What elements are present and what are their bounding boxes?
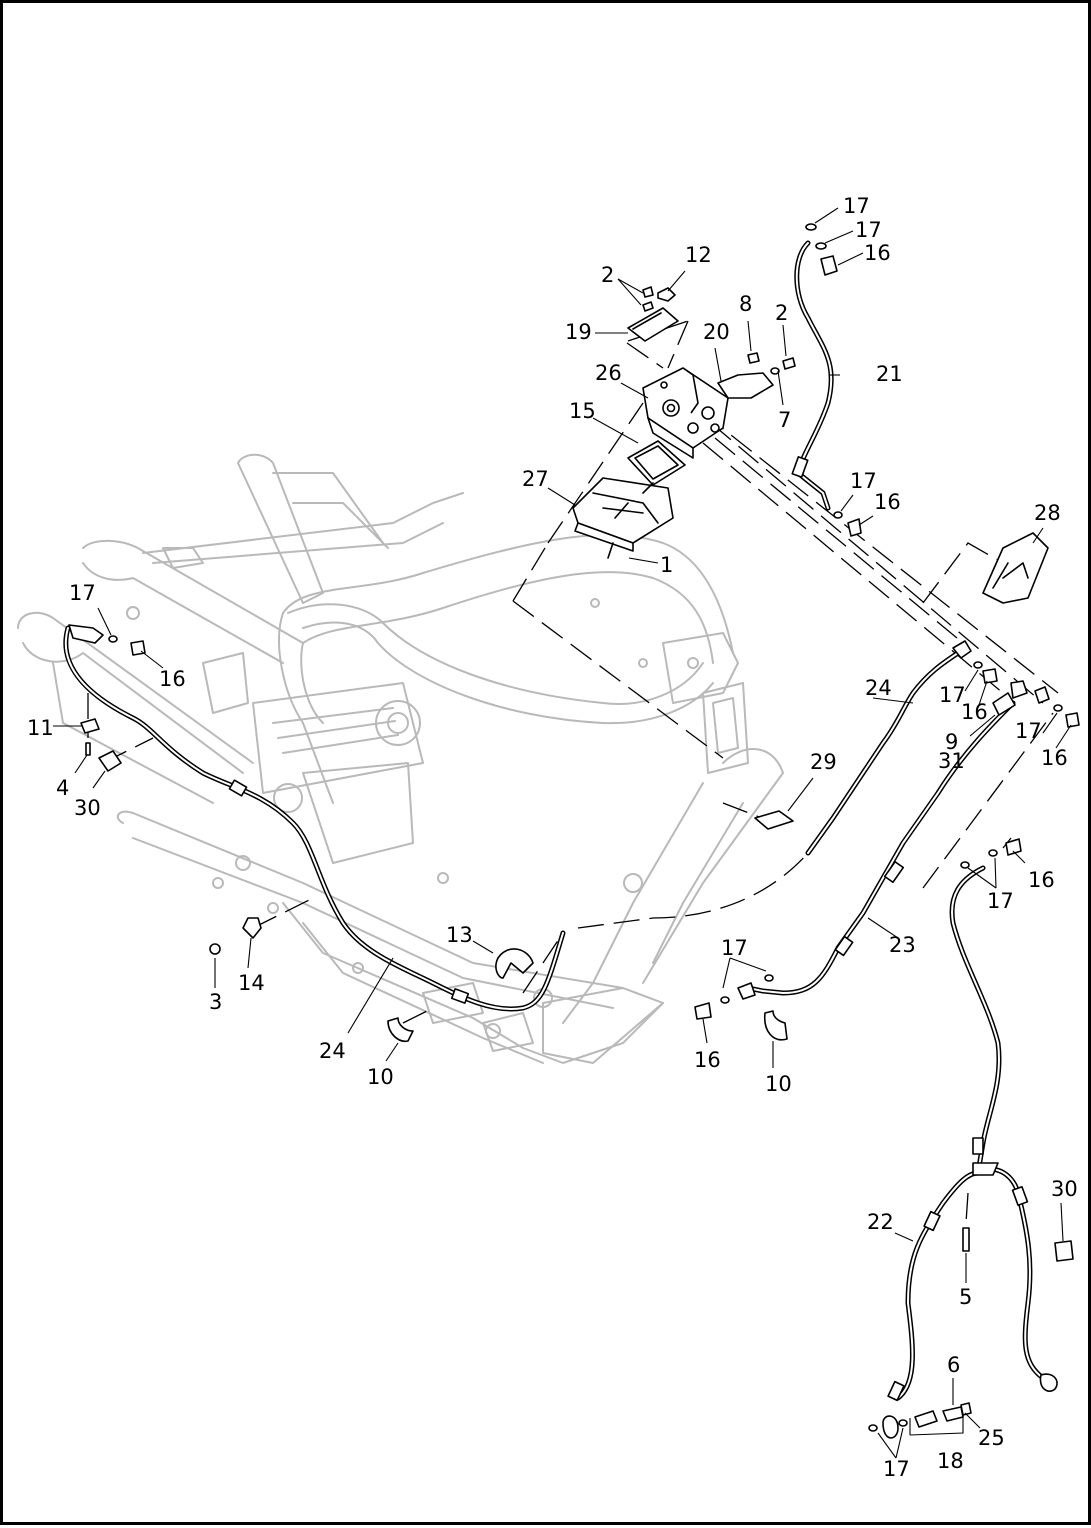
callout-16: 16 (159, 667, 186, 691)
callout-29: 29 (810, 750, 837, 774)
callout-22: 22 (867, 1210, 894, 1234)
parts (68, 223, 1080, 1439)
callout-24: 24 (319, 1039, 346, 1063)
callout-30: 30 (74, 796, 101, 820)
callout-17: 17 (69, 581, 96, 605)
callout-11: 11 (27, 716, 54, 740)
callout-16: 16 (1041, 746, 1068, 770)
bracket (717, 372, 774, 399)
callout-12: 12 (685, 243, 712, 267)
callout-16: 16 (874, 490, 901, 514)
clip (242, 917, 262, 939)
brake-lines (63, 240, 1046, 1402)
callout-26: 26 (595, 361, 622, 385)
callout-15: 15 (569, 399, 596, 423)
plate (754, 810, 794, 830)
callout-10: 10 (765, 1072, 792, 1096)
callout-16: 16 (864, 241, 891, 265)
clamp (387, 1017, 414, 1043)
callout-18: 18 (937, 1449, 964, 1473)
callout-2: 2 (601, 263, 614, 287)
callout-24: 24 (865, 676, 892, 700)
clip (657, 287, 676, 302)
bolt (607, 542, 614, 559)
callout-1: 1 (660, 553, 673, 577)
callout-25: 25 (978, 1426, 1005, 1450)
motorcycle-frame (17, 453, 784, 1064)
gasket (627, 440, 686, 486)
clamp (495, 948, 534, 979)
callout-23: 23 (889, 933, 916, 957)
callout-4: 4 (56, 776, 69, 800)
abs-module (642, 367, 729, 459)
callout-17: 17 (855, 218, 882, 242)
callout-27: 27 (522, 467, 549, 491)
callout-10: 10 (367, 1065, 394, 1089)
callout-14: 14 (238, 971, 265, 995)
leader-lines (53, 207, 1072, 1459)
callout-17: 17 (987, 889, 1014, 913)
callout-8: 8 (739, 292, 752, 316)
alignment-lines (87, 320, 1059, 1239)
callout-7: 7 (778, 408, 791, 432)
callout-17: 17 (721, 936, 748, 960)
callout-17: 17 (850, 469, 877, 493)
callout-19: 19 (565, 320, 592, 344)
callout-6: 6 (947, 1353, 960, 1377)
callout-17: 17 (843, 194, 870, 218)
clamp (763, 1010, 788, 1041)
callout-16: 16 (961, 700, 988, 724)
parts-diagram: 1 2 2 3 4 5 6 7 8 9 10 10 11 12 13 14 15… (17, 194, 1080, 1481)
ecu-housing (572, 477, 674, 552)
callout-5: 5 (959, 1285, 972, 1309)
bracket (627, 307, 679, 342)
callout-16: 16 (694, 1048, 721, 1072)
callout-17: 17 (1015, 719, 1042, 743)
callout-3: 3 (209, 990, 222, 1014)
callout-16: 16 (1028, 868, 1055, 892)
callout-2: 2 (775, 301, 788, 325)
callout-9: 9 (945, 730, 958, 754)
callout-20: 20 (703, 320, 730, 344)
callout-17: 17 (883, 1457, 910, 1481)
callout-30: 30 (1051, 1177, 1078, 1201)
callout-31: 31 (938, 749, 965, 773)
callout-21: 21 (876, 362, 903, 386)
callout-17: 17 (939, 683, 966, 707)
callout-13: 13 (446, 923, 473, 947)
callout-labels: 1 2 2 3 4 5 6 7 8 9 10 10 11 12 13 14 15… (27, 194, 1078, 1481)
callout-28: 28 (1034, 501, 1061, 525)
